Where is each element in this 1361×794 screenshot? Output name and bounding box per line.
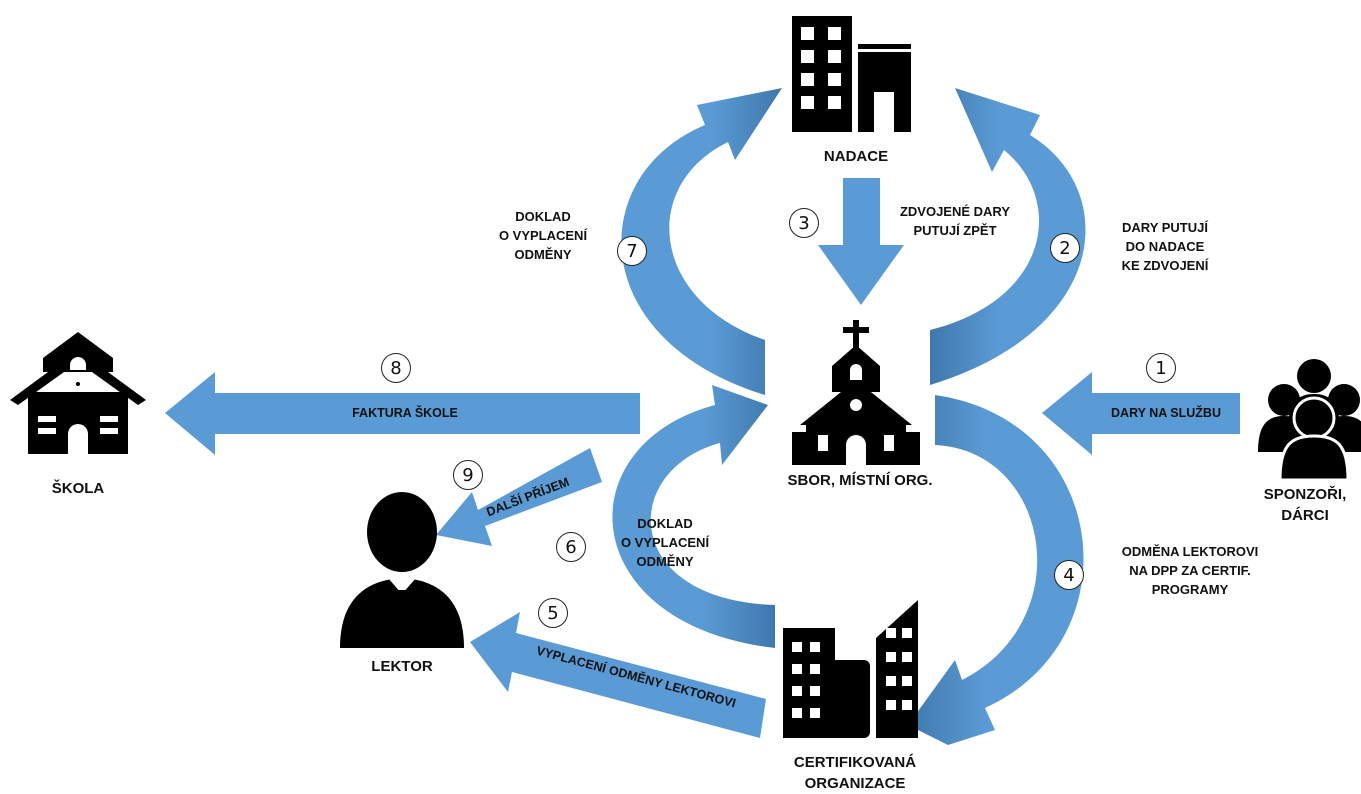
node-sbor-label: SBOR, MÍSTNÍ ORG. — [787, 472, 933, 489]
step-3-line: ZDVOJENÉ DARY — [899, 204, 1011, 219]
step-9-number: 9 — [453, 460, 483, 490]
group-of-people-icon — [1258, 359, 1361, 482]
step-7-label: DOKLAD O VYPLACENÍ ODMĚNY — [478, 207, 608, 264]
step-6-label: DOKLAD O VYPLACENÍ ODMĚNY — [600, 514, 730, 571]
step-4-line: PROGRAMY — [1151, 582, 1229, 597]
step-5-number: 5 — [538, 598, 568, 628]
step-3-number: 3 — [789, 208, 819, 238]
step-2-label: DARY PUTUJÍ DO NADACE KE ZDVOJENÍ — [1100, 218, 1230, 275]
arrow-step-4 — [908, 395, 1084, 745]
arrow-step-1 — [1042, 372, 1240, 455]
step-7-line: DOKLAD — [515, 209, 571, 224]
step-6-line: DOKLAD — [637, 516, 693, 531]
arrow-step-5 — [470, 612, 766, 738]
arrow-step-3 — [818, 178, 904, 305]
node-nadace-label: NADACE — [823, 148, 889, 165]
step-1-label: DARY NA SLUŽBU — [1111, 406, 1221, 420]
arrow-step-9 — [436, 448, 602, 546]
step-2-line: KE ZDVOJENÍ — [1121, 258, 1209, 273]
arrow-step-2 — [930, 88, 1086, 385]
person-icon — [340, 492, 464, 648]
step-7-line: O VYPLACENÍ — [498, 228, 588, 243]
node-sponzori-label: SPONZOŘI, DÁRCI — [1250, 484, 1360, 526]
step-2-number: 2 — [1050, 233, 1080, 263]
step-3-label: ZDVOJENÉ DARY PUTUJÍ ZPĚT — [885, 202, 1025, 240]
arrow-step-8 — [165, 372, 640, 455]
step-3-line: PUTUJÍ ZPĚT — [913, 223, 997, 238]
step-6-line: O VYPLACENÍ — [620, 535, 710, 550]
node-certifikovana-line2: ORGANIZACE — [804, 775, 906, 792]
step-7-line: ODMĚNY — [514, 247, 572, 262]
step-6-number: 6 — [556, 532, 586, 562]
step-7-number: 7 — [617, 236, 647, 266]
church-icon — [792, 320, 920, 465]
step-4-label: ODMĚNA LEKTOROVI NA DPP ZA CERTIF. PROGR… — [1105, 542, 1275, 599]
step-8-label: FAKTURA ŠKOLE — [352, 406, 458, 420]
school-icon — [10, 332, 146, 454]
step-1-number: 1 — [1146, 353, 1176, 383]
node-sponzori-line1: SPONZOŘI, — [1263, 486, 1347, 503]
step-2-line: DARY PUTUJÍ — [1122, 220, 1208, 235]
step-6-line: ODMĚNY — [636, 554, 694, 569]
step-2-line: DO NADACE — [1125, 239, 1205, 254]
arrow-step-6 — [612, 385, 775, 648]
node-certifikovana-line1: CERTIFIKOVANÁ — [793, 754, 917, 771]
step-4-number: 4 — [1054, 560, 1084, 590]
node-skola-label: ŠKOLA — [51, 480, 105, 497]
node-lektor-label: LEKTOR — [371, 658, 433, 675]
foundation-building-icon — [792, 16, 911, 132]
arrow-step-7 — [621, 88, 782, 395]
node-certifikovana-label: CERTIFIKOVANÁ ORGANIZACE — [760, 752, 950, 794]
step-4-line: ODMĚNA LEKTOROVI — [1121, 544, 1259, 559]
step-8-number: 8 — [381, 353, 411, 383]
step-4-line: NA DPP ZA CERTIF. — [1129, 563, 1251, 578]
office-buildings-icon — [783, 600, 918, 738]
node-sponzori-line2: DÁRCI — [1281, 507, 1329, 524]
